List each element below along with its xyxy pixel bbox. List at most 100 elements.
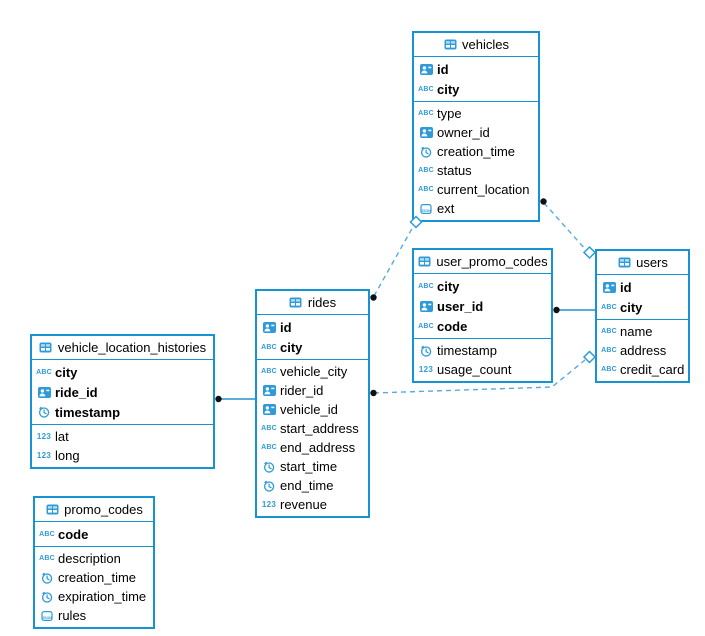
column-row[interactable]: start_time bbox=[257, 457, 368, 476]
column-row[interactable]: creation_time bbox=[414, 142, 538, 161]
column-name: usage_count bbox=[437, 362, 512, 377]
person-id-icon bbox=[262, 385, 276, 396]
column-name: ride_id bbox=[55, 384, 98, 400]
column-name: current_location bbox=[437, 182, 530, 197]
table-title: vehicle_location_histories bbox=[57, 340, 207, 355]
column-row[interactable]: end_time bbox=[257, 476, 368, 495]
column-row[interactable]: timestamp bbox=[414, 341, 551, 360]
column-row[interactable]: timestamp bbox=[32, 402, 213, 422]
abc-text-icon: ABC bbox=[418, 186, 434, 193]
table-title: user_promo_codes bbox=[436, 254, 548, 269]
person-id-icon bbox=[262, 321, 276, 333]
column-name: vehicle_id bbox=[280, 402, 338, 417]
column-row[interactable]: ride_id bbox=[32, 382, 213, 402]
column-row[interactable]: id bbox=[257, 317, 368, 337]
table-header[interactable]: rides bbox=[257, 291, 368, 315]
abc-text-icon: ABC bbox=[601, 347, 617, 354]
column-row[interactable]: id bbox=[414, 59, 538, 79]
column-row[interactable]: rider_id bbox=[257, 381, 368, 400]
abc-text-icon: ABC bbox=[261, 368, 277, 375]
column-name: city bbox=[437, 81, 460, 97]
relation-user_promo_codes-users[interactable] bbox=[553, 306, 595, 314]
table-title: rides bbox=[307, 295, 337, 310]
column-name: timestamp bbox=[55, 404, 121, 420]
abc-text-icon: ABC bbox=[39, 555, 55, 562]
column-row[interactable]: user_id bbox=[414, 296, 551, 316]
person-id-icon bbox=[262, 404, 276, 415]
column-name: id bbox=[620, 279, 632, 295]
abc-text-icon: ABC bbox=[261, 425, 277, 432]
clock-icon bbox=[419, 345, 433, 357]
svg-text:JSON: JSON bbox=[421, 209, 431, 213]
column-row[interactable]: JSON ext bbox=[414, 199, 538, 218]
abc-text-icon: ABC bbox=[601, 303, 617, 311]
column-name: start_address bbox=[280, 421, 359, 436]
clock-icon bbox=[40, 591, 54, 603]
column-row[interactable]: expiration_time bbox=[35, 587, 153, 606]
column-name: name bbox=[620, 324, 653, 339]
relation-endpoint-diamond bbox=[582, 350, 597, 364]
table-header[interactable]: vehicles bbox=[414, 33, 538, 57]
column-name: city bbox=[620, 299, 643, 315]
column-name: end_time bbox=[280, 478, 334, 493]
table-header[interactable]: vehicle_location_histories bbox=[32, 336, 213, 360]
column-row[interactable]: owner_id bbox=[414, 123, 538, 142]
column-name: long bbox=[55, 448, 80, 463]
table-title: promo_codes bbox=[64, 502, 143, 517]
svg-text:JSON: JSON bbox=[42, 616, 52, 620]
relation-endpoint-dot bbox=[553, 306, 560, 314]
table-header[interactable]: user_promo_codes bbox=[414, 250, 551, 274]
column-name: owner_id bbox=[437, 125, 490, 140]
relation-vehicle_location_histories-rides[interactable] bbox=[215, 395, 255, 403]
table-header[interactable]: promo_codes bbox=[35, 498, 153, 522]
column-name: ext bbox=[437, 201, 455, 216]
relation-endpoint-dot bbox=[540, 198, 547, 205]
column-name: timestamp bbox=[437, 343, 497, 358]
abc-text-icon: ABC bbox=[418, 110, 434, 117]
person-id-icon bbox=[419, 63, 433, 75]
column-row[interactable]: creation_time bbox=[35, 568, 153, 587]
column-name: creation_time bbox=[58, 570, 137, 585]
abc-text-icon: ABC bbox=[261, 343, 277, 351]
column-name: start_time bbox=[280, 459, 338, 474]
column-row[interactable]: vehicle_id bbox=[257, 400, 368, 419]
table-header[interactable]: users bbox=[597, 251, 688, 275]
clock-icon bbox=[37, 406, 51, 418]
column-row[interactable]: id bbox=[597, 277, 688, 297]
